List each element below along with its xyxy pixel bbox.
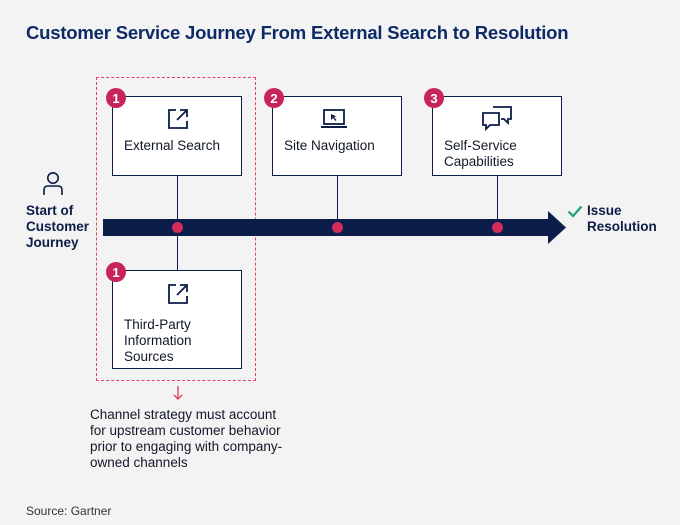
page-title: Customer Service Journey From External S… [26, 22, 569, 43]
step-card-self-service [432, 96, 562, 176]
step-label: Third-Party Information Sources [124, 317, 192, 364]
connector-line [337, 176, 339, 227]
down-arrow-icon [173, 386, 183, 400]
step-number-badge: 1 [106, 88, 126, 108]
step-label: Site Navigation [284, 138, 375, 153]
timeline-dot [492, 222, 503, 233]
issue-resolution-label: Issue Resolution [587, 203, 657, 234]
timeline-dot [172, 222, 183, 233]
channel-strategy-note: Channel strategy must account for upstre… [90, 407, 283, 470]
laptop-cursor-icon [321, 109, 347, 128]
connector-line [497, 176, 499, 227]
chat-bubbles-icon [482, 106, 512, 132]
step-card-external-search [112, 96, 242, 176]
external-link-icon [168, 109, 188, 129]
step-number-badge: 3 [424, 88, 444, 108]
start-of-journey-label: Start of Customer Journey [26, 203, 90, 250]
source-label: Source: Gartner [26, 504, 112, 518]
step-card-third-party-sources [112, 270, 242, 369]
step-label: External Search [124, 138, 221, 153]
check-icon [567, 205, 583, 218]
connector-line [177, 228, 179, 270]
external-link-icon [168, 284, 188, 304]
step-number-badge: 1 [106, 262, 126, 282]
person-icon [43, 172, 63, 195]
timeline-dot [332, 222, 343, 233]
connector-line [177, 176, 179, 227]
step-label: Self-Service Capabilities [444, 138, 517, 169]
step-number-badge: 2 [264, 88, 284, 108]
